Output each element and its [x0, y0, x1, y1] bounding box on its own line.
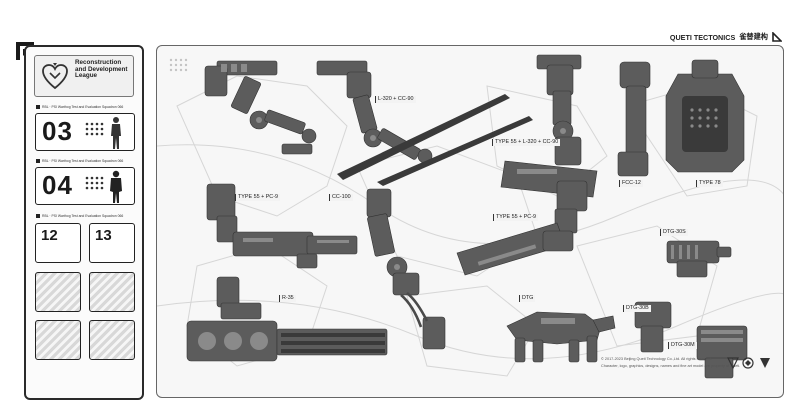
squad-panel: Reconstruction and Development League RB… [24, 45, 144, 400]
brand-name-cn: 雀替建构 [739, 32, 768, 41]
arm-part-l320[interactable] [187, 56, 327, 166]
dot-grid-icon [85, 176, 104, 190]
beast-part-dtg[interactable] [497, 296, 617, 366]
label-dtg30m: DTG-30M [668, 342, 697, 349]
squad-card-04[interactable]: 04 [35, 167, 135, 205]
footer-logos-icon [727, 357, 770, 370]
squad-card-12[interactable]: 12 [35, 223, 81, 263]
squad-caption: RBL · PSI Warthog Test and Evaluation Sq… [36, 159, 144, 167]
empty-slot[interactable] [35, 320, 81, 360]
copyright-line: Character, logo, graphics, designs, name… [601, 364, 741, 368]
label-cc100: CC-100 [329, 194, 353, 201]
brand-header: QUETI TECTONICS 雀替建构 [670, 32, 782, 42]
copyright-notice: © 2017-2023 Beijing Queti Technology Co.… [601, 356, 751, 370]
label-dtg30b: DTG-30B [623, 305, 651, 312]
soldier-silhouette-icon [110, 170, 122, 203]
squad-card-03[interactable]: 03 [35, 113, 135, 151]
arm-part-type55-pc9-right[interactable] [447, 171, 607, 281]
squad-caption: RBL · PSI Warthog Test and Evaluation Sq… [36, 105, 144, 113]
squad-number: 12 [41, 227, 58, 244]
league-title: Reconstruction and Development League [75, 59, 128, 80]
backpack-part-type78[interactable] [612, 56, 752, 186]
label-type55-pc9-left: TYPE 55 + PC-9 [235, 194, 280, 201]
parts-sheet: L-320 + CC-90 TYPE 55 + L-320 + CC-90 TY… [156, 45, 784, 398]
arm-part-cc90[interactable] [307, 56, 537, 186]
gatling-part-r35[interactable] [177, 271, 397, 381]
copyright-line: © 2017-2023 Beijing Queti Technology Co.… [601, 357, 713, 361]
heart-emblem-icon [42, 63, 68, 90]
label-type55-l320-cc90: TYPE 55 + L-320 + CC-90 [492, 139, 561, 146]
label-type78: TYPE 78 [696, 180, 723, 187]
arm-part-type55-pc9-left[interactable] [197, 176, 367, 276]
label-dtg: DTG [519, 295, 536, 302]
league-badge: Reconstruction and Development League [34, 55, 134, 97]
squad-number: 13 [95, 227, 112, 244]
label-dtg30s: DTG-30S [660, 229, 688, 236]
empty-slot[interactable] [35, 272, 81, 312]
brand-name: QUETI TECTONICS [669, 32, 736, 42]
cannon-part-dtg30s[interactable] [657, 231, 737, 291]
squad-card-13[interactable]: 13 [89, 223, 135, 263]
empty-slot[interactable] [89, 320, 135, 360]
squad-caption: RBL · PSI Warthog Test and Evaluation Sq… [36, 214, 144, 222]
label-l320-cc90: L-320 + CC-90 [375, 96, 416, 103]
label-r35: R-35 [279, 295, 296, 302]
soldier-silhouette-icon [111, 117, 121, 149]
squad-number: 03 [42, 116, 73, 146]
label-fcc12: FCC-12 [619, 180, 643, 187]
empty-slot[interactable] [89, 272, 135, 312]
dot-grid-icon [85, 122, 104, 136]
arm-part-cc100[interactable] [357, 181, 467, 361]
label-type55-pc9-right: TYPE 55 + PC-9 [493, 214, 538, 221]
squad-number: 04 [42, 170, 73, 200]
brand-logo-icon [772, 32, 782, 42]
